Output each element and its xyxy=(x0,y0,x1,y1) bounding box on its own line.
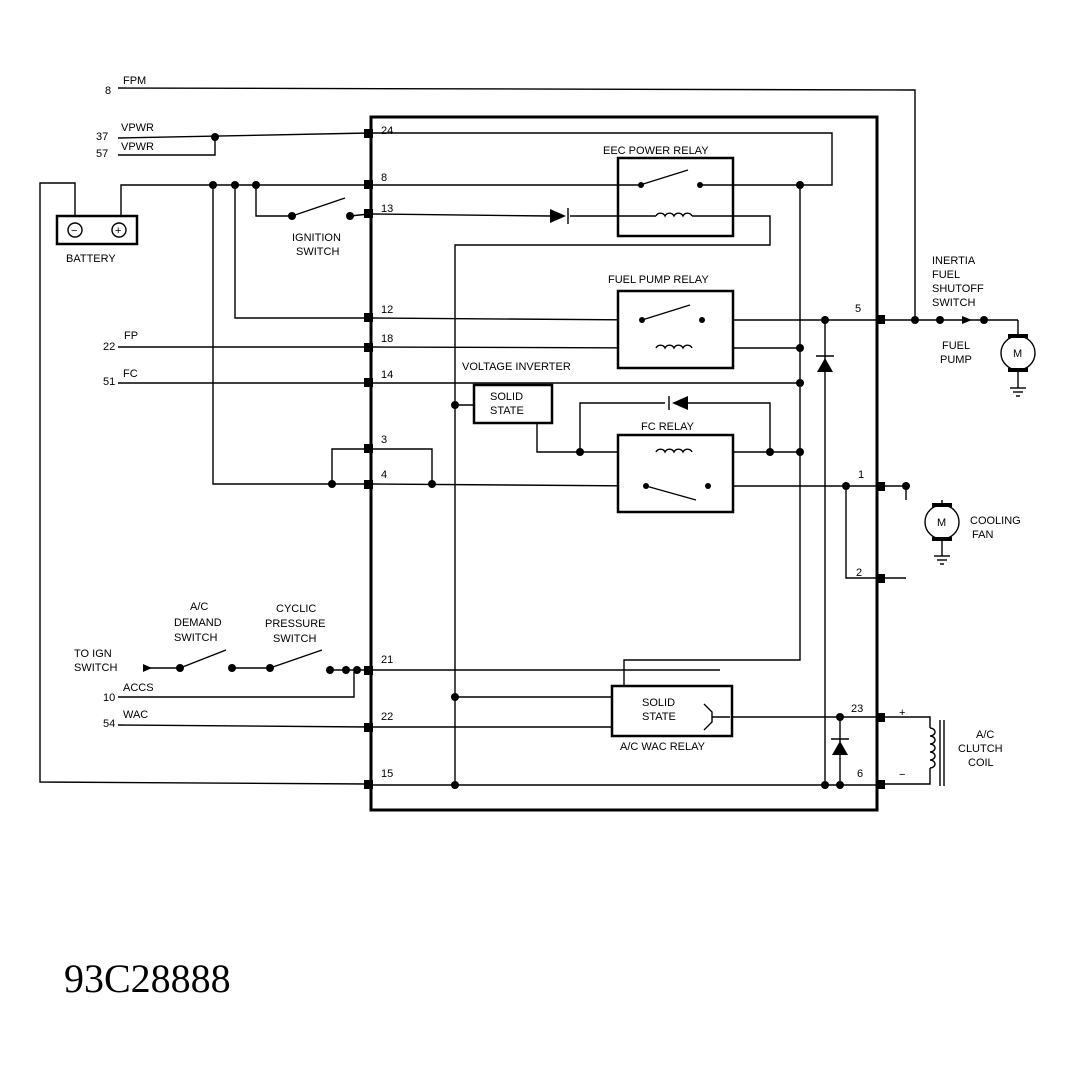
ac-clutch-coil-label-2: CLUTCH xyxy=(958,743,1003,755)
junction-dots xyxy=(176,133,910,789)
diode-fc xyxy=(668,396,688,410)
fuel-pump-motor-symbol: M xyxy=(1013,348,1022,360)
cooling-fan-motor-symbol: M xyxy=(937,517,946,529)
circuit-vpwr-57-label: VPWR xyxy=(121,141,154,153)
ac-clutch-coil-label-3: COIL xyxy=(968,757,994,769)
ignition-switch-label-2: SWITCH xyxy=(296,246,339,258)
circuit-fpm-label: FPM xyxy=(123,75,146,87)
to-ign-switch-label-1: TO IGN xyxy=(74,648,112,660)
ac-clutch-coil xyxy=(885,716,945,786)
voltage-inverter-label: VOLTAGE INVERTER xyxy=(462,361,571,373)
pin-8: 8 xyxy=(381,172,387,184)
ac-demand-switch-label-1: A/C xyxy=(190,601,208,613)
pin-2: 2 xyxy=(856,567,862,579)
pin-13: 13 xyxy=(381,203,393,215)
ac-demand-switch-label-2: DEMAND xyxy=(174,617,222,629)
fuel-pump-relay-label: FUEL PUMP RELAY xyxy=(608,274,709,286)
ignition-switch-label-1: IGNITION xyxy=(292,232,341,244)
cooling-fan-label-2: FAN xyxy=(972,529,993,541)
pin-1: 1 xyxy=(858,469,864,481)
diode-clutch xyxy=(831,738,849,755)
pin-24: 24 xyxy=(381,125,393,137)
cyclic-pressure-switch-label-2: PRESSURE xyxy=(265,618,326,630)
fuel-pump-relay-box xyxy=(616,289,735,370)
circuit-fc-label: FC xyxy=(123,368,138,380)
ac-demand-switch-label-3: SWITCH xyxy=(174,632,217,644)
to-ign-switch-label-2: SWITCH xyxy=(74,662,117,674)
inertia-switch-label-3: SHUTOFF xyxy=(932,283,984,295)
pin-15: 15 xyxy=(381,768,393,780)
circuit-vpwr-37-number: 37 xyxy=(96,131,108,143)
cyclic-pressure-switch-label-1: CYCLIC xyxy=(276,603,316,615)
circuit-fp-label: FP xyxy=(124,330,138,342)
ac-clutch-coil-label-1: A/C xyxy=(976,729,994,741)
circuit-accs-number: 10 xyxy=(103,692,115,704)
circuit-fp-number: 22 xyxy=(103,341,115,353)
diode-fuel-pump xyxy=(816,355,834,372)
circuit-accs-label: ACCS xyxy=(123,682,154,694)
inertia-switch-label-2: FUEL xyxy=(932,269,960,281)
pin-4: 4 xyxy=(381,469,387,481)
pin-5: 5 xyxy=(855,303,861,315)
pin-23: 23 xyxy=(851,703,863,715)
battery-neg-sign: − xyxy=(71,225,77,237)
battery-pos-sign: + xyxy=(115,225,121,237)
solid-state-inverter-label-2: STATE xyxy=(490,405,524,417)
pin-14: 14 xyxy=(381,369,393,381)
fuel-pump-label-1: FUEL xyxy=(942,340,970,352)
cyclic-pressure-switch-label-3: SWITCH xyxy=(273,633,316,645)
clutch-plus-sign: + xyxy=(899,707,905,719)
figure-code: 93C28888 xyxy=(64,956,231,1001)
control-module-box xyxy=(369,115,879,812)
ac-wac-relay-label: A/C WAC RELAY xyxy=(620,741,706,753)
solid-state-wac-label-2: STATE xyxy=(642,711,676,723)
battery-label: BATTERY xyxy=(66,253,116,265)
solid-state-inverter-label-1: SOLID xyxy=(490,391,523,403)
clutch-minus-sign: − xyxy=(899,769,905,781)
circuit-vpwr-57-number: 57 xyxy=(96,148,108,160)
fuel-pump-motor xyxy=(1000,320,1036,397)
cooling-fan-motor xyxy=(924,500,960,565)
inertia-switch-label-4: SWITCH xyxy=(932,297,975,309)
pin-6: 6 xyxy=(857,768,863,780)
eec-power-relay-box xyxy=(616,156,735,238)
fc-relay-box xyxy=(616,433,735,514)
pin-18: 18 xyxy=(381,333,393,345)
circuit-wac-label: WAC xyxy=(123,709,148,721)
pin-22: 22 xyxy=(381,711,393,723)
internal-wires xyxy=(331,132,910,786)
cooling-fan-label-1: COOLING xyxy=(970,515,1021,527)
circuit-fpm-number: 8 xyxy=(105,85,111,97)
fuel-pump-label-2: PUMP xyxy=(940,354,972,366)
battery: − + xyxy=(55,214,139,246)
diode-eec xyxy=(550,208,569,224)
solid-state-inverter-box xyxy=(472,383,554,425)
ac-wac-relay-box xyxy=(610,684,734,738)
inertia-switch xyxy=(885,316,1018,324)
circuit-vpwr-37-label: VPWR xyxy=(121,122,154,134)
eec-power-relay-label: EEC POWER RELAY xyxy=(603,145,709,157)
inertia-switch-label-1: INERTIA xyxy=(932,255,976,267)
pin-3: 3 xyxy=(381,434,387,446)
pin-21: 21 xyxy=(381,654,393,666)
pin-12: 12 xyxy=(381,304,393,316)
circuit-fc-number: 51 xyxy=(103,376,115,388)
fc-relay-label: FC RELAY xyxy=(641,421,695,433)
input-wires xyxy=(39,87,916,785)
circuit-wac-number: 54 xyxy=(103,718,115,730)
solid-state-wac-label-1: SOLID xyxy=(642,697,675,709)
